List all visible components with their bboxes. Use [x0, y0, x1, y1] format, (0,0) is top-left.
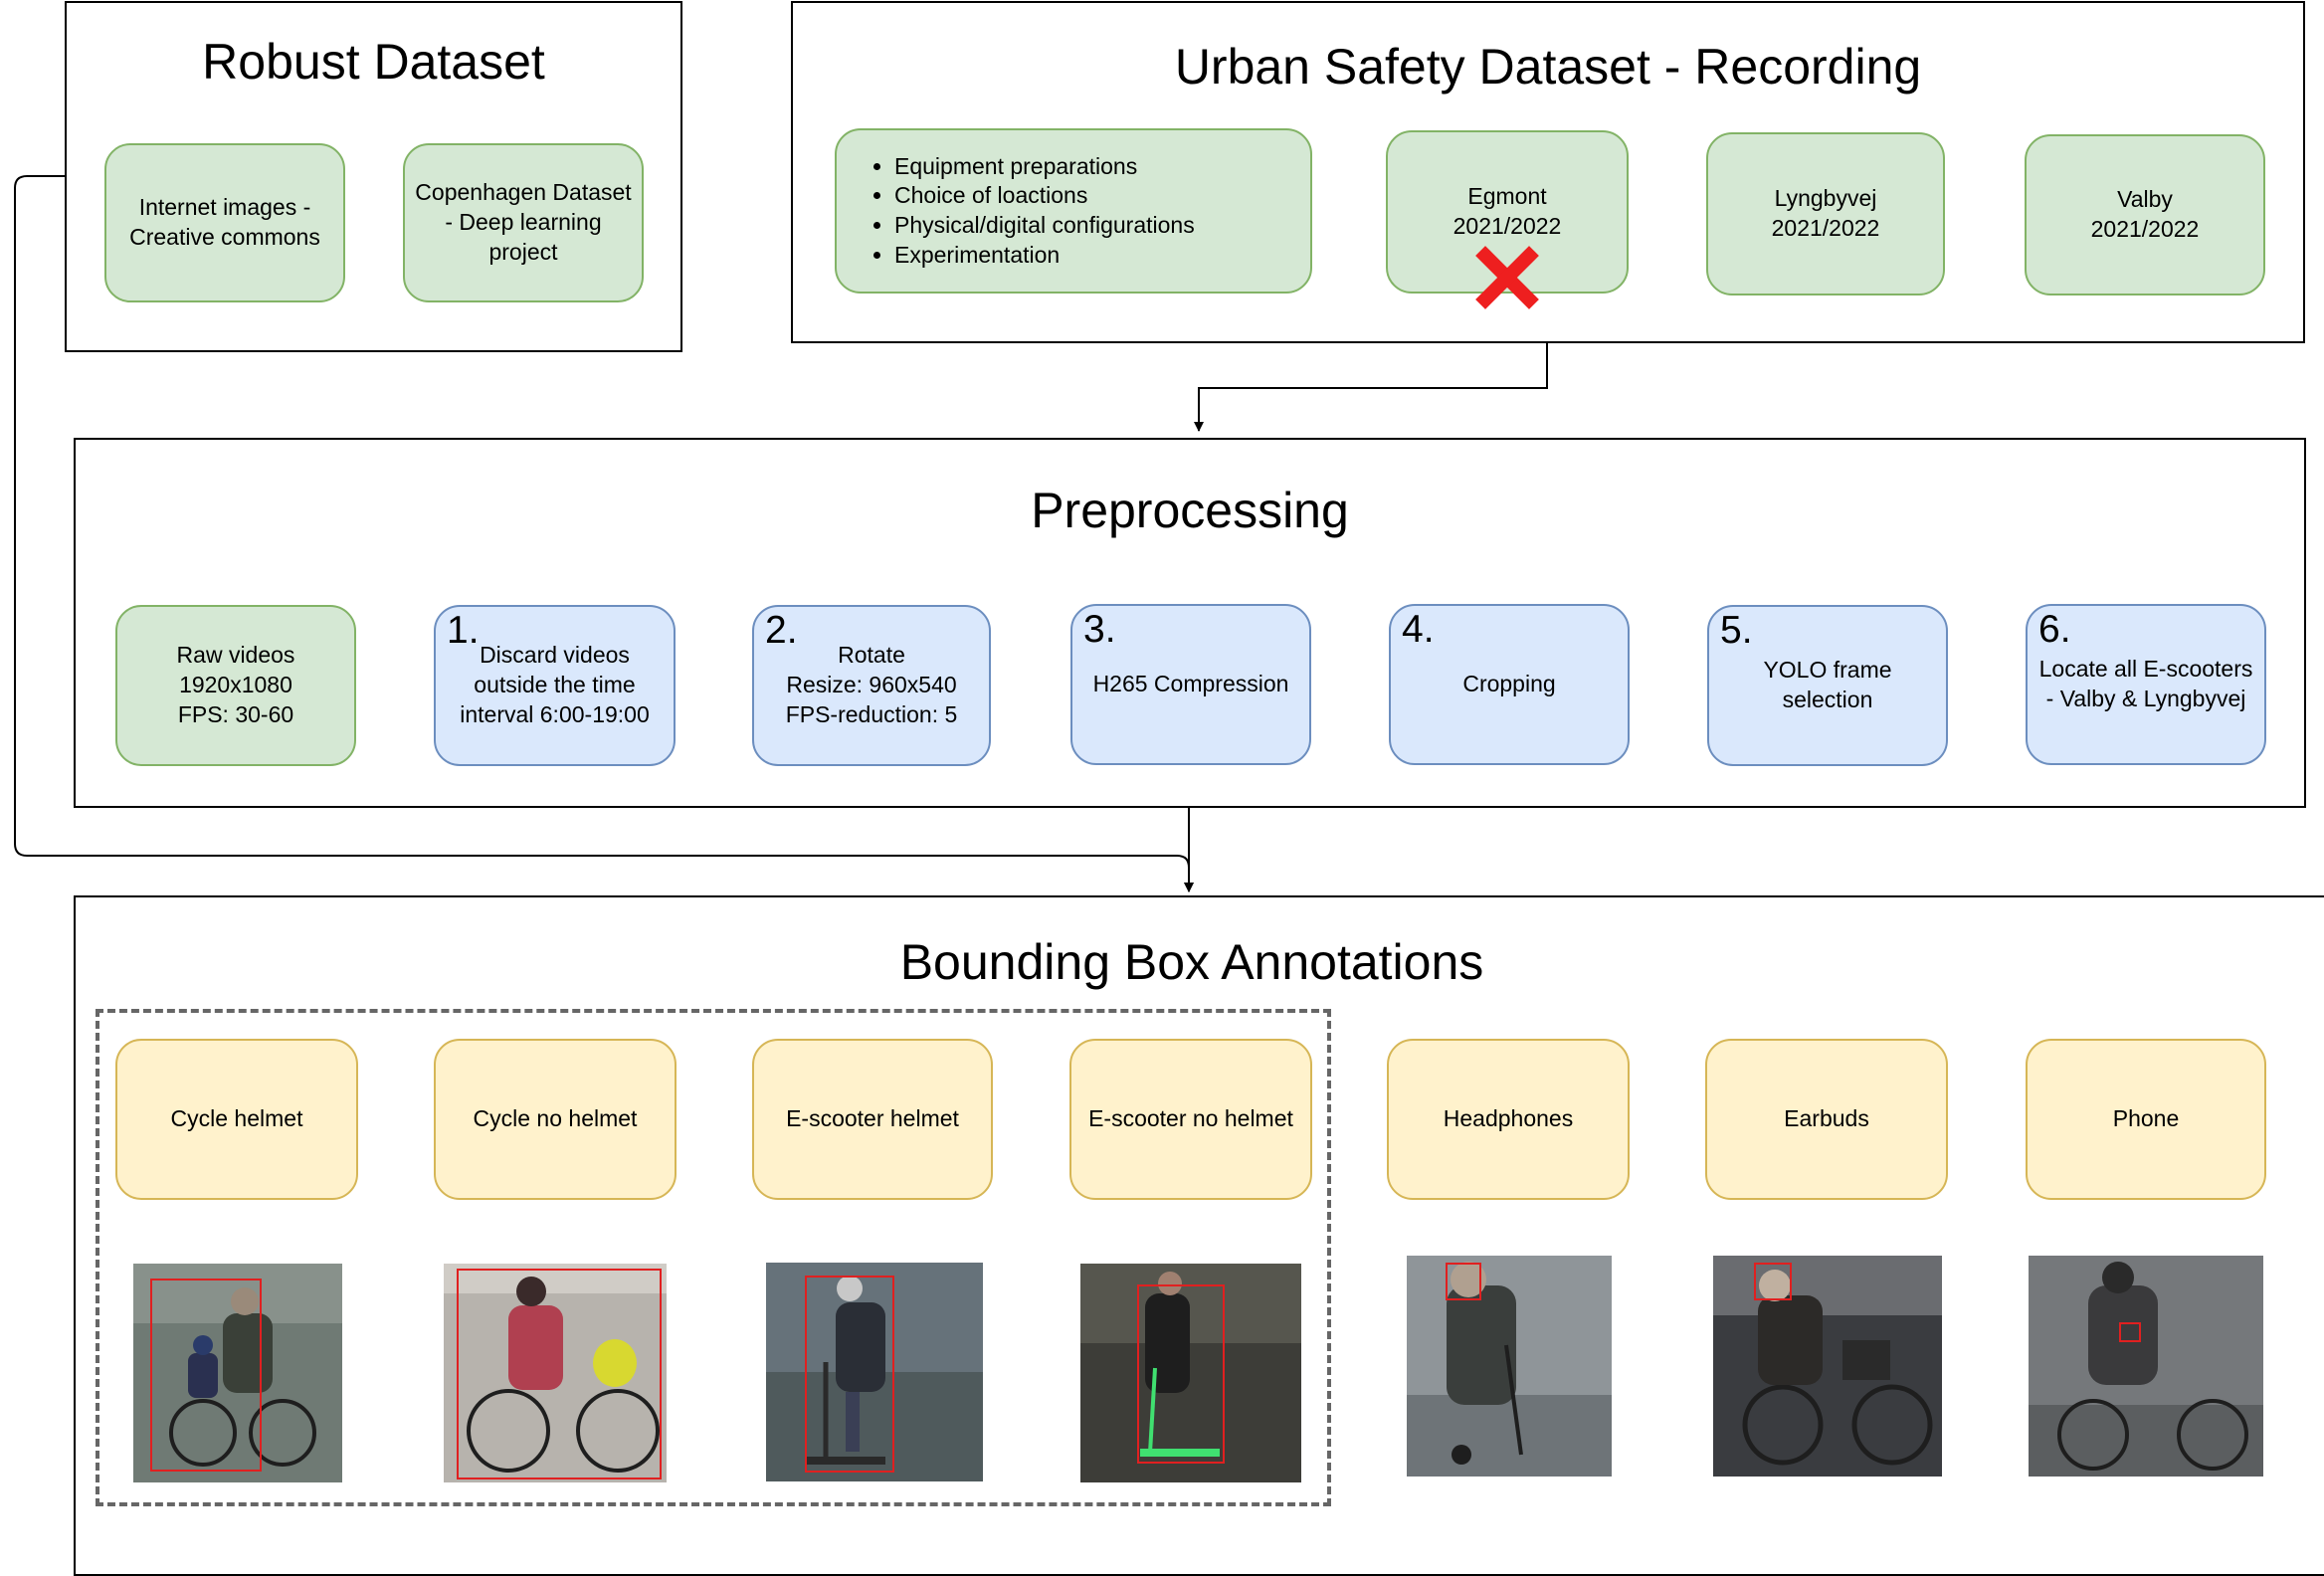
class-escooter-no-helmet-label: E-scooter no helmet [1088, 1105, 1293, 1132]
step-3-number: 3. [1083, 608, 1116, 651]
urban-safety-panel: Urban Safety Dataset - Recording Equipme… [791, 1, 2305, 343]
copenhagen-dataset-box: Copenhagen Dataset - Deep learning proje… [403, 143, 644, 302]
earbuds-example-image [1713, 1256, 1942, 1477]
preprocessing-panel: Preprocessing Raw videos 1920x1080 FPS: … [74, 438, 2306, 808]
internet-images-box: Internet images - Creative commons [104, 143, 345, 302]
location-valby-box: Valby 2021/2022 [2025, 134, 2265, 296]
annotations-title: Bounding Box Annotations [899, 934, 1484, 990]
location-egmont-label: Egmont 2021/2022 [1452, 183, 1562, 239]
class-escooter-helmet-box: E-scooter helmet [752, 1039, 993, 1200]
recording-step-item: Experimentation [894, 241, 1304, 271]
class-earbuds-box: Earbuds [1705, 1039, 1948, 1200]
step-3-label: H265 Compression [1092, 671, 1289, 697]
cycle-no-helmet-example-image [444, 1264, 667, 1482]
recording-step-item: Choice of loactions [894, 181, 1304, 211]
phone-example-image [2029, 1256, 2263, 1477]
step-6-label: Locate all E-scooters - Valby & Lyngbyve… [2038, 656, 2253, 711]
recording-steps-box: Equipment preparations Choice of loactio… [835, 128, 1312, 294]
class-phone-label: Phone [2112, 1105, 2180, 1132]
recording-step-item: Equipment preparations [894, 152, 1304, 182]
class-cycle-helmet-label: Cycle helmet [170, 1105, 303, 1132]
annotations-panel: Bounding Box Annotations Cycle helmet Cy… [74, 895, 2324, 1576]
escooter-helmet-example-image [766, 1263, 983, 1481]
step-4-label: Cropping [1462, 671, 1556, 697]
step-6-number: 6. [2038, 608, 2071, 651]
urban-to-preprocessing-connector [1194, 343, 1548, 432]
cyclist-scooter-group-outline [96, 1009, 1331, 1506]
class-cycle-helmet-box: Cycle helmet [115, 1039, 358, 1200]
raw-videos-label: Raw videos 1920x1080 FPS: 30-60 [176, 642, 295, 727]
copenhagen-dataset-label: Copenhagen Dataset - Deep learning proje… [415, 179, 632, 265]
class-cycle-no-helmet-box: Cycle no helmet [434, 1039, 677, 1200]
step-2-label: Rotate Resize: 960x540 FPS-reduction: 5 [785, 642, 958, 727]
preprocessing-title: Preprocessing [1031, 483, 1349, 538]
location-egmont-box: Egmont 2021/2022 [1386, 130, 1629, 294]
headphones-example-image [1407, 1256, 1612, 1477]
class-phone-box: Phone [2026, 1039, 2266, 1200]
location-lyngbyvej-box: Lyngbyvej 2021/2022 [1706, 132, 1945, 296]
urban-safety-title: Urban Safety Dataset - Recording [1174, 39, 1922, 95]
cycle-helmet-example-image [133, 1264, 342, 1482]
step-5-number: 5. [1720, 609, 1753, 652]
recording-step-item: Physical/digital configurations [894, 211, 1304, 241]
class-cycle-no-helmet-label: Cycle no helmet [473, 1105, 638, 1132]
class-headphones-box: Headphones [1387, 1039, 1630, 1200]
step-3-box: 3. H265 Compression [1070, 604, 1311, 765]
step-2-number: 2. [765, 609, 798, 652]
step-1-number: 1. [447, 609, 480, 652]
class-earbuds-label: Earbuds [1784, 1105, 1869, 1132]
step-6-box: 6. Locate all E-scooters - Valby & Lyngb… [2026, 604, 2266, 765]
step-1-box: 1. Discard videos outside the time inter… [434, 605, 676, 766]
step-4-number: 4. [1402, 608, 1435, 651]
location-valby-label: Valby 2021/2022 [2090, 186, 2200, 242]
escooter-no-helmet-example-image [1080, 1264, 1301, 1482]
robust-dataset-panel: Robust Dataset Internet images - Creativ… [65, 1, 682, 352]
class-headphones-label: Headphones [1443, 1105, 1574, 1132]
internet-images-label: Internet images - Creative commons [129, 194, 320, 250]
class-escooter-helmet-label: E-scooter helmet [786, 1105, 959, 1132]
class-escooter-no-helmet-box: E-scooter no helmet [1069, 1039, 1312, 1200]
raw-videos-box: Raw videos 1920x1080 FPS: 30-60 [115, 605, 356, 766]
red-x-mark-icon [1475, 246, 1539, 309]
step-2-box: 2. Rotate Resize: 960x540 FPS-reduction:… [752, 605, 991, 766]
step-4-box: 4. Cropping [1389, 604, 1630, 765]
location-lyngbyvej-label: Lyngbyvej 2021/2022 [1771, 185, 1880, 241]
step-5-label: YOLO frame selection [1763, 657, 1892, 712]
step-5-box: 5. YOLO frame selection [1707, 605, 1948, 766]
step-1-label: Discard videos outside the time interval… [460, 642, 650, 727]
robust-dataset-title: Robust Dataset [202, 34, 545, 90]
recording-steps-list: Equipment preparations Choice of loactio… [843, 152, 1304, 271]
